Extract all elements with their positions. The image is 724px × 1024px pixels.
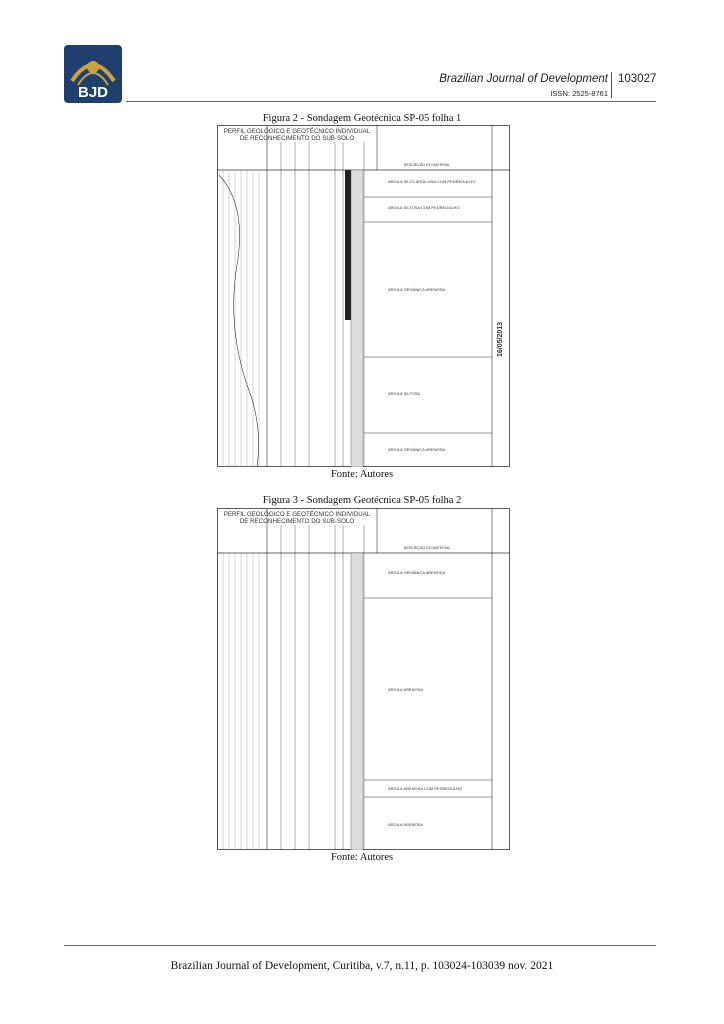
fig3-layer-4: ARGILA ARENOSA	[388, 822, 423, 827]
fig3-title-line1: PERFIL GEOLÓGICO E GEOTÉCNICO INDIVIDUAL	[224, 511, 371, 518]
fig2-layer-2: ARGILA SILTOSA COM PEDREGULHO	[388, 205, 459, 210]
fig2-layer-3: ARGILA ORGÂNICA ARENOSA	[388, 287, 445, 292]
issn: ISSN: 2525-8761	[550, 89, 608, 98]
fig2-date: 16/05/2013	[497, 322, 504, 357]
figure-2-caption: Figura 2 - Sondagem Geotécnica SP-05 fol…	[262, 113, 462, 124]
fig2-layer-5: ARGILA ORGÂNICA ARENOSA	[388, 447, 445, 452]
fig3-title-line2: DE RECONHECIMENTO DO SUB-SOLO	[240, 518, 355, 525]
fig2-layer-1: ARGILA SILTO ARGILOSA COM PEDREGULHO	[388, 179, 475, 184]
page-number: 103027	[618, 73, 657, 85]
header-divider	[611, 72, 612, 98]
fig3-layer-3: ARGILA ARENOSA COM PEDREGULHO	[388, 786, 462, 791]
figure-2-borehole-log: PERFIL GEOLÓGICO E GEOTÉCNICO INDIVIDUAL…	[217, 125, 510, 467]
fig2-title-line1: PERFIL GEOLÓGICO E GEOTÉCNICO INDIVIDUAL	[224, 128, 371, 135]
footer-citation: Brazilian Journal of Development, Curiti…	[170, 960, 554, 972]
fig3-layer-2: ARGILA ARENOSA	[388, 687, 423, 692]
header-rule	[126, 101, 656, 102]
figure-2-source: Fonte: Autores	[330, 469, 394, 480]
figure-3-source: Fonte: Autores	[330, 852, 394, 863]
figure-3-caption: Figura 3 - Sondagem Geotécnica SP-05 fol…	[262, 495, 462, 506]
fig3-layer-1: ARGILA ORGÂNICA ARENOSA	[388, 570, 445, 575]
logo-text: BJD	[78, 84, 108, 101]
journal-logo: BJD	[64, 45, 122, 103]
fig2-title-line2: DE RECONHECIMENTO DO SUB-SOLO	[240, 135, 355, 142]
fig2-layer-4: ARGILA SILTOSA	[388, 391, 420, 396]
figure-3-borehole-log: PERFIL GEOLÓGICO E GEOTÉCNICO INDIVIDUAL…	[217, 508, 510, 850]
fig3-column-header: DESCRIÇÃO DO MATERIAL	[404, 545, 450, 550]
fig2-column-header: DESCRIÇÃO DO MATERIAL	[404, 162, 450, 167]
footer-rule	[64, 945, 656, 946]
journal-name: Brazilian Journal of Development	[439, 73, 608, 85]
